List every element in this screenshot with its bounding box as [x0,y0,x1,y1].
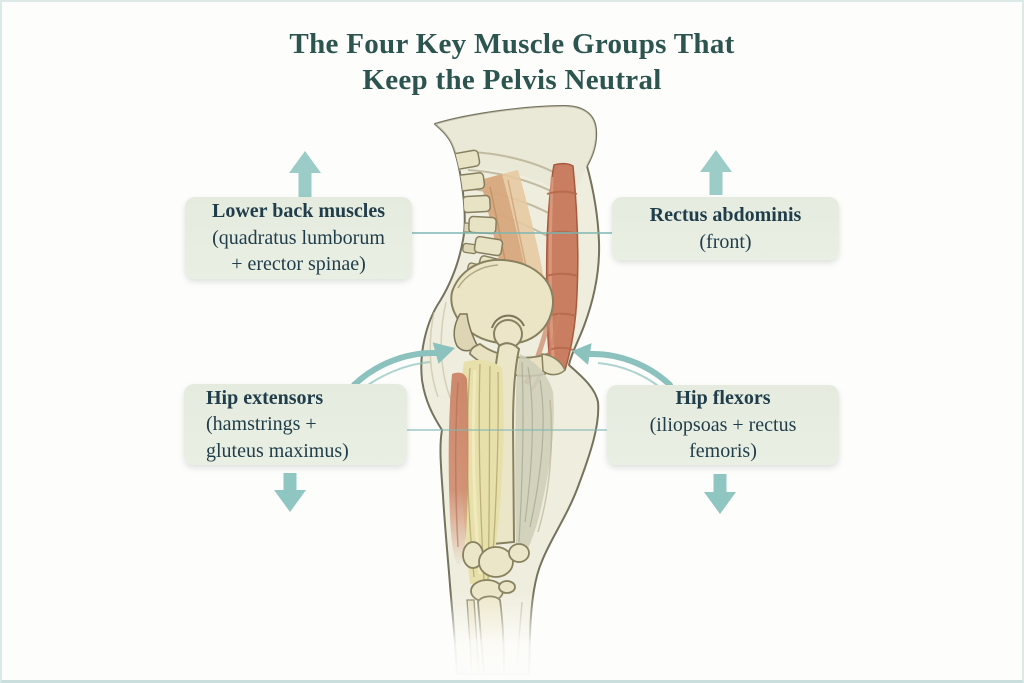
quadriceps-muscle [515,354,554,558]
label-detail: (iliopsoas + rectus [649,413,797,436]
label-name: Rectus abdominis [649,204,802,226]
page-title: The Four Key Muscle Groups That Keep the… [2,26,1022,98]
down-arrow-icon-left [274,473,306,512]
up-arrow-icon-right [700,150,732,195]
label-name: Hip flexors [675,387,771,410]
label-lower-back-muscles: Lower back muscles (quadratus lumborum +… [185,197,412,279]
label-detail: (quadratus lumborum [212,226,385,249]
label-detail: gluteus maximus) [206,439,349,462]
up-arrow-icon-left [289,151,321,198]
label-rectus-abdominis: Rectus abdominis (front) [612,197,839,260]
label-hip-flexors: Hip flexors (iliopsoas + rectus femoris) [607,385,839,465]
down-arrow-icon-right [704,474,736,514]
label-detail: (front) [699,230,752,253]
leg-fadeout [422,592,622,680]
label-detail: femoris) [689,440,757,463]
label-name: Hip extensors [206,386,324,409]
biceps-femoris-muscle [448,372,469,568]
label-detail: (hamstrings + [206,413,317,436]
page-title-line1: The Four Key Muscle Groups That [289,28,735,60]
page-title-line2: Keep the Pelvis Neutral [362,64,662,96]
label-hip-extensors: Hip extensors (hamstrings + gluteus maxi… [184,384,407,465]
label-detail: + erector spinae) [231,253,366,276]
label-name: Lower back muscles [212,200,385,223]
